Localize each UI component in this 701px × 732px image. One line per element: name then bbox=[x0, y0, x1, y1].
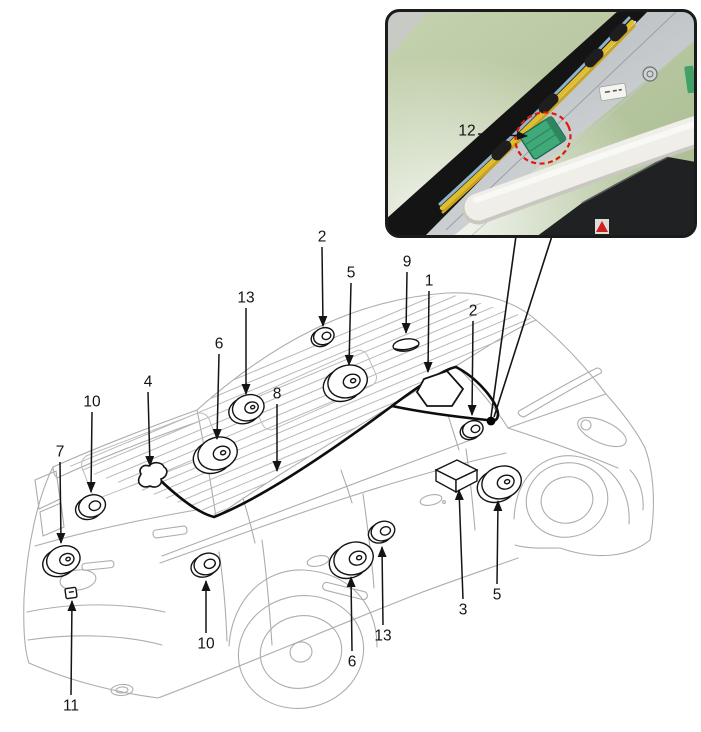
door-frame bbox=[536, 157, 696, 237]
green-clip-sticker bbox=[684, 65, 696, 94]
feeder-connector-module bbox=[519, 115, 567, 160]
door-tweeter-left bbox=[225, 391, 268, 428]
callout-label-feeder-connector: 12 bbox=[458, 122, 476, 140]
callout-label-front-door-speaker-right: 5 bbox=[492, 586, 502, 604]
callout-label-quarter-speaker-right: 10 bbox=[197, 635, 215, 653]
a-pillar-metal bbox=[424, 10, 696, 237]
front-door-speaker-left bbox=[322, 364, 368, 403]
callout-label-tailgate-component: 11 bbox=[62, 697, 80, 715]
rear-door-speaker-left bbox=[192, 436, 238, 475]
front-door-speaker-right bbox=[476, 465, 522, 504]
inset-callout-arrow bbox=[477, 131, 528, 141]
callout-label-tweeter-front-right: 2 bbox=[468, 302, 478, 320]
tweeter-front-right bbox=[458, 418, 486, 442]
callout-label-roof-front-module: 9 bbox=[402, 253, 412, 271]
callout-label-tweeter-front-left: 2 bbox=[317, 228, 327, 246]
callout-label-amplifier: 3 bbox=[458, 601, 468, 619]
roof-front-module bbox=[392, 338, 420, 352]
pillar-bolt bbox=[642, 66, 658, 82]
callout-label-tailgate-woofer: 7 bbox=[55, 443, 65, 461]
quarter-speaker-right bbox=[188, 550, 223, 581]
inset-photo bbox=[385, 9, 697, 238]
callout-label-door-tweeter-right: 13 bbox=[374, 627, 392, 645]
callout-label-roof-antenna-pad: 4 bbox=[143, 373, 153, 391]
vehicle-wireframe bbox=[23, 292, 654, 709]
quarter-speaker-left bbox=[72, 491, 109, 523]
amplifier-box bbox=[434, 459, 479, 494]
inset-border bbox=[385, 9, 697, 238]
overhead-unit bbox=[415, 369, 465, 407]
callout-label-feeder-cable: 8 bbox=[272, 385, 282, 403]
warning-sticker bbox=[595, 219, 609, 234]
pillar-label-sticker bbox=[598, 82, 628, 102]
inset-leader-lines bbox=[486, 235, 553, 426]
tailgate-woofer bbox=[39, 541, 85, 580]
callout-label-rear-door-speaker-right: 6 bbox=[347, 653, 357, 671]
leader-dot bbox=[486, 416, 496, 426]
callout-label-quarter-speaker-left: 10 bbox=[83, 393, 101, 411]
tailgate-small-component bbox=[64, 586, 78, 600]
highlight-circle bbox=[514, 111, 572, 165]
callout-arrows bbox=[56, 246, 503, 696]
inset-corner-trim bbox=[386, 10, 430, 60]
callout-label-door-tweeter-left: 13 bbox=[237, 289, 255, 307]
callout-label-overhead-unit: 1 bbox=[424, 272, 434, 290]
callout-label-rear-door-speaker-left: 6 bbox=[214, 335, 224, 353]
tweeter-front-left bbox=[309, 325, 337, 349]
callout-label-front-door-speaker-left: 5 bbox=[346, 264, 356, 282]
pillar-garnish-trim bbox=[462, 115, 696, 225]
wiring-harness bbox=[438, 16, 637, 214]
components bbox=[39, 325, 522, 600]
door-tweeter-right bbox=[365, 518, 397, 546]
